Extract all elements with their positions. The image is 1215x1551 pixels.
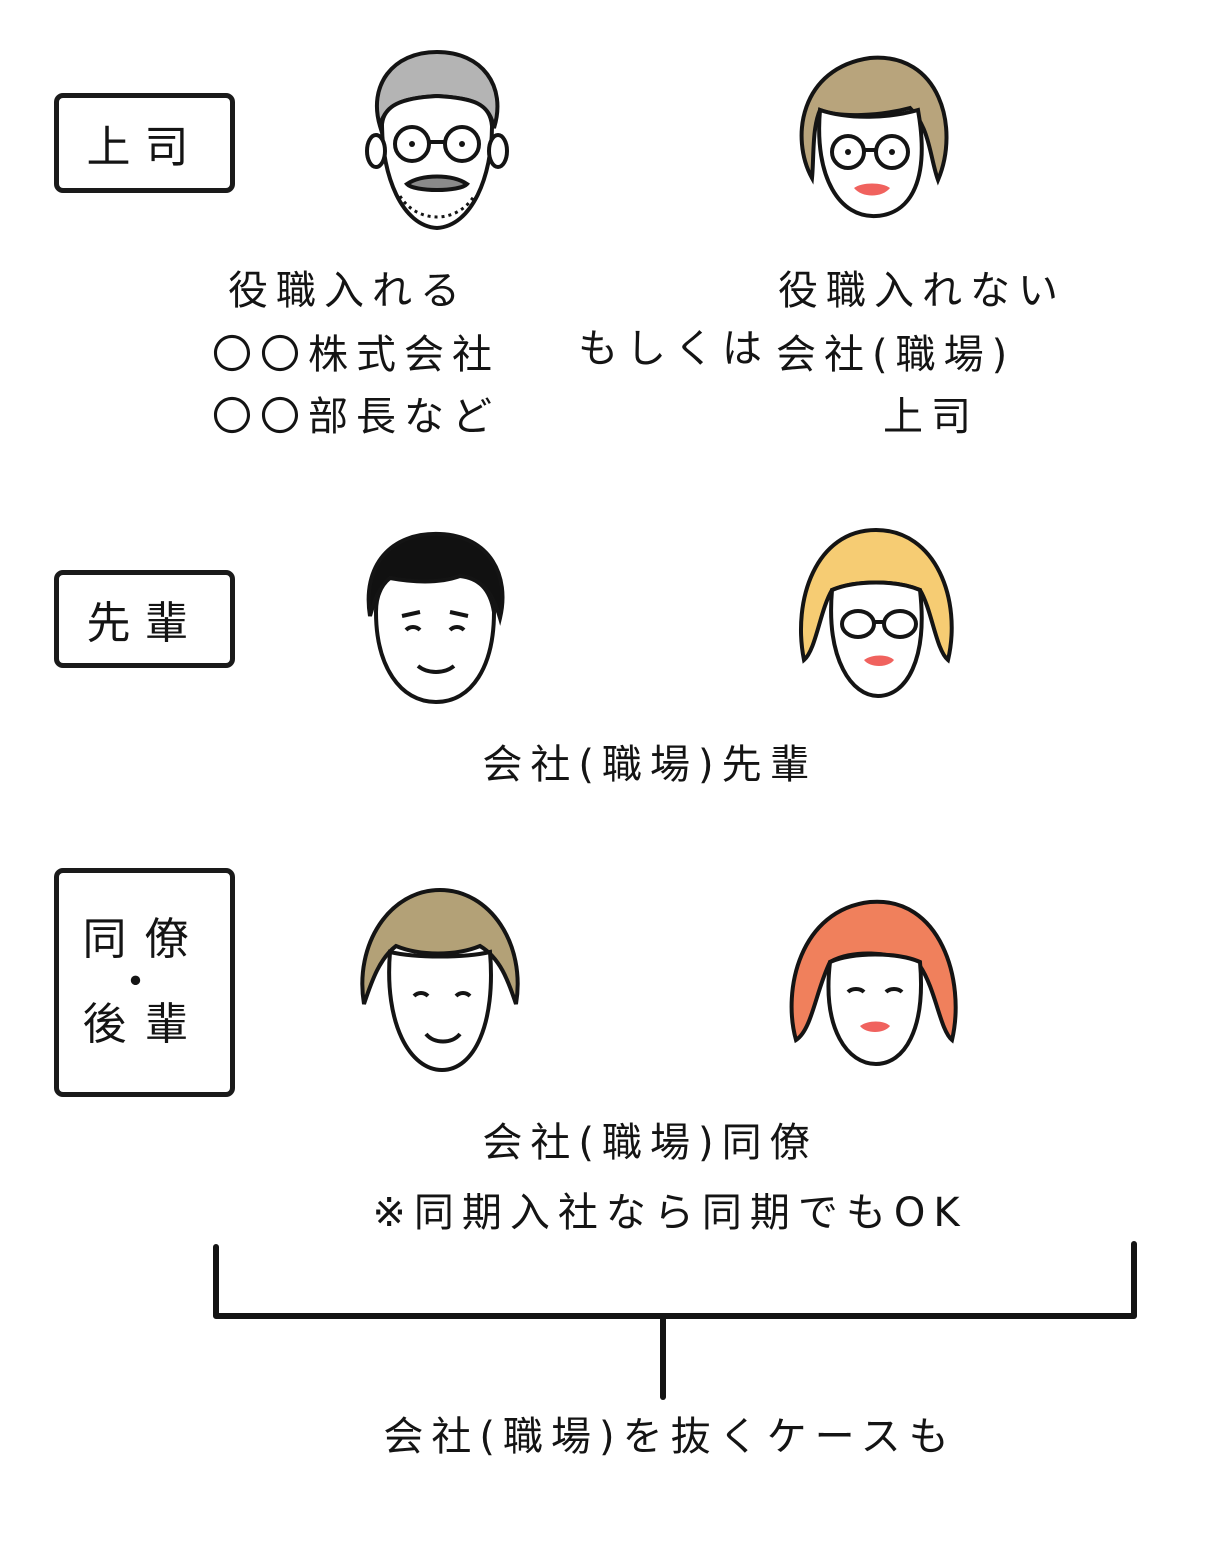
black-hair-man-icon bbox=[366, 531, 505, 705]
label-peer: 同僚 ・ 後輩 bbox=[54, 868, 235, 1097]
label-peer-top: 同僚 bbox=[82, 913, 207, 965]
label-peer-dot: ・ bbox=[113, 956, 176, 1008]
blonde-woman-icon bbox=[799, 527, 954, 699]
label-boss-text: 上司 bbox=[86, 122, 203, 173]
young-man-icon bbox=[360, 887, 520, 1073]
peer-caption: 会社(職場)同僚 bbox=[482, 1120, 818, 1166]
senior-caption: 会社(職場)先輩 bbox=[482, 742, 818, 788]
older-man-glasses-icon bbox=[365, 49, 509, 231]
label-senior: 先輩 bbox=[54, 570, 235, 668]
peer-note: ※同期入社なら同期でもOK bbox=[372, 1190, 968, 1236]
label-peer-bottom: 後輩 bbox=[82, 999, 207, 1051]
boss-right-line-2: 会社(職場) bbox=[776, 332, 1016, 378]
footer-text: 会社(職場)を抜くケースも bbox=[383, 1414, 957, 1460]
boss-right-line-1: 役職入れない bbox=[778, 268, 1066, 314]
label-senior-text: 先輩 bbox=[86, 598, 203, 649]
boss-right-line-3: 上司 bbox=[883, 394, 979, 440]
boss-left-line-1: 役職入れる bbox=[228, 268, 468, 314]
boss-left-line-3: 〇〇部長など bbox=[212, 394, 500, 440]
woman-glasses-icon bbox=[799, 55, 949, 219]
label-boss: 上司 bbox=[54, 93, 235, 193]
boss-left-line-2: 〇〇株式会社 bbox=[212, 332, 500, 378]
boss-connector: もしくは bbox=[578, 326, 770, 372]
redhead-woman-icon bbox=[789, 899, 958, 1067]
